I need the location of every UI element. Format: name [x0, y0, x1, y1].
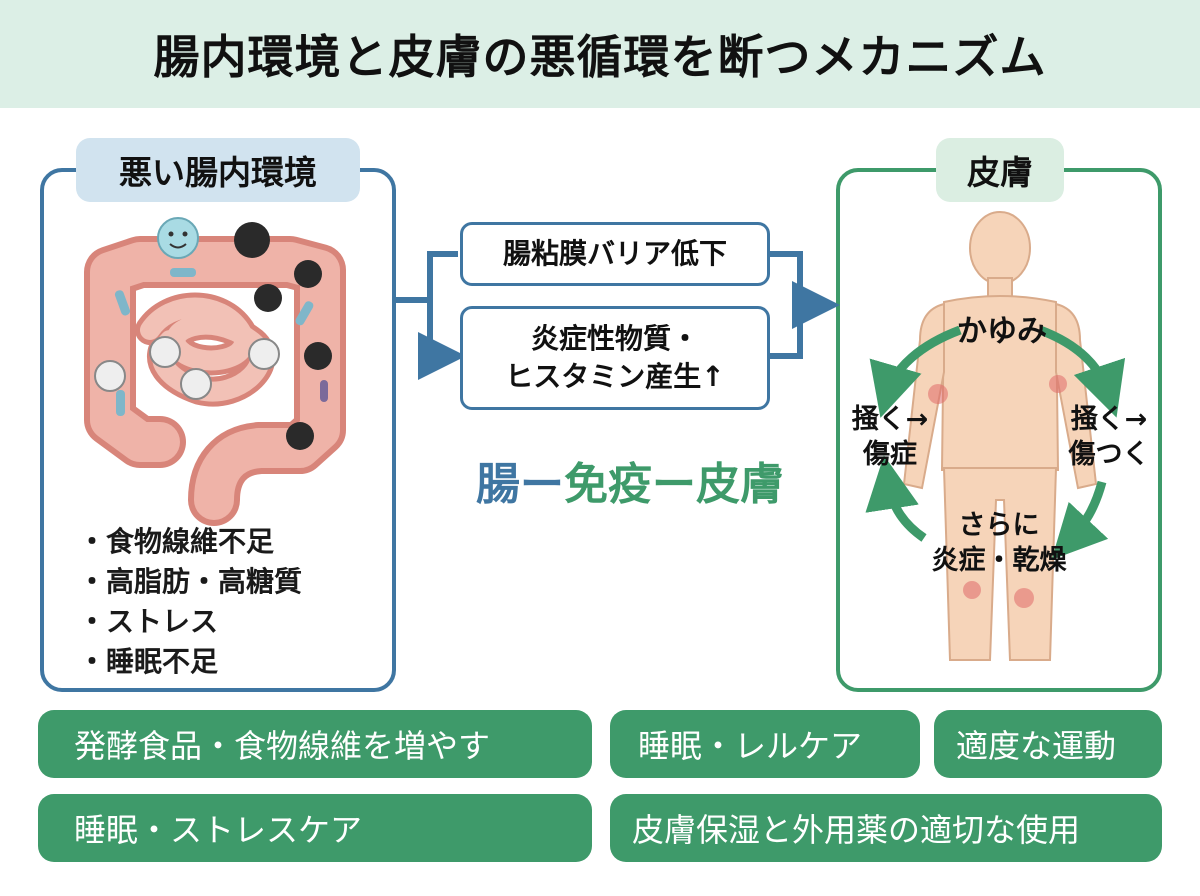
cycle-bottom-line2: 炎症・乾燥 — [931, 545, 1067, 577]
cycle-left-line2: 傷症 — [863, 439, 917, 471]
skin-rash-marks — [928, 375, 1067, 608]
inflammation-box-line1: 炎症性物質・ — [530, 322, 699, 356]
gut-panel-label: 悪い腸内環境 — [76, 138, 360, 202]
cycle-bottom-line1: さらに — [958, 510, 1040, 541]
list-item: ・ストレス — [78, 605, 219, 638]
gut-factor-list: ・食物線維不足 ・高脂肪・高糖質 ・ストレス ・睡眠不足 — [78, 522, 378, 682]
cycle-right-line1: 掻く→ — [1070, 404, 1148, 435]
good-bacteria-icons — [94, 336, 280, 400]
axis-skin: 皮膚 — [696, 459, 784, 510]
list-item: ・睡眠不足 — [78, 645, 219, 678]
bad-bacteria-icons — [234, 222, 332, 450]
good-bacterium-smiley-icon — [157, 217, 199, 259]
inflammation-box-line2: ヒスタミン産生↑ — [505, 360, 725, 393]
list-item: ・高脂肪・高糖質 — [78, 565, 303, 598]
itch-label: かゆみ — [957, 314, 1047, 349]
axis-dash-2: ー — [652, 459, 696, 510]
barrier-decline-box: 腸粘膜バリア低下 — [460, 222, 770, 286]
skin-panel-label: 皮膚 — [936, 138, 1064, 202]
action-exercise: 適度な運動 — [934, 710, 1162, 778]
axis-immune: 免疫 — [564, 459, 652, 510]
cycle-label-left: 掻く→ 傷症 — [840, 402, 940, 472]
axis-gut: 腸 — [476, 459, 520, 510]
action-fermented-food-fiber: 発酵食品・食物線維を増やす — [38, 710, 592, 778]
action-sleep-care: 睡眠・レルケア — [610, 710, 920, 778]
gut-immune-skin-axis: 腸 ー 免疫 ー 皮膚 — [420, 450, 840, 510]
inflammation-box: 炎症性物質・ ヒスタミン産生↑ — [460, 306, 770, 410]
action-sleep-stress-care: 睡眠・ストレスケア — [38, 794, 592, 862]
cycle-left-line1: 掻く→ — [851, 404, 929, 435]
cycle-right-line2: 傷つく — [1068, 439, 1150, 471]
itch-cycle-arrows — [865, 325, 1126, 560]
axis-dash-1: ー — [520, 459, 564, 510]
cycle-label-bottom: さらに 炎症・乾燥 — [924, 508, 1074, 578]
header-banner — [0, 0, 1200, 108]
list-item: ・食物線維不足 — [78, 525, 275, 558]
intestine-illustration — [84, 217, 346, 526]
page-title: 腸内環境と皮膚の悪循環を断つメカニズム — [153, 30, 1047, 84]
action-skin-moisturize-topical: 皮膚保湿と外用薬の適切な使用 — [610, 794, 1162, 862]
cycle-label-right: 掻く→ 傷つく — [1060, 402, 1158, 472]
flow-connectors — [396, 251, 840, 380]
